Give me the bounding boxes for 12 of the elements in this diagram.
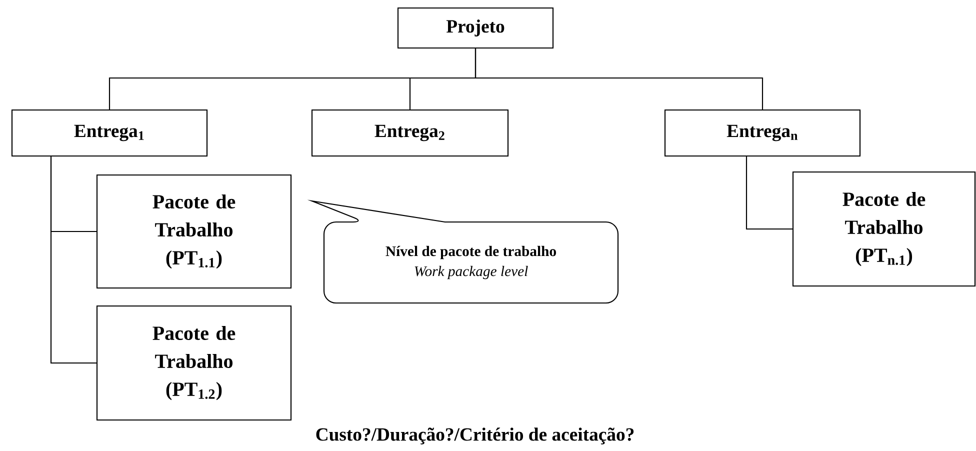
connector-line bbox=[50, 156, 96, 364]
project-box: Projeto bbox=[397, 7, 554, 49]
work-package-box: Pacote de Trabalho (PT$_{n.1}$) bbox=[792, 171, 976, 287]
deliverable-box: Entrega$_{n}$ bbox=[664, 109, 861, 157]
work-package-box: Pacote de Trabalho (PT$_{1.2}$) bbox=[96, 305, 292, 421]
deliverable-box: Entrega$_{1}$ bbox=[11, 109, 208, 157]
callout-bubble: Nível de pacote de trabalho Work package level bbox=[311, 200, 619, 304]
connector-line bbox=[474, 48, 764, 110]
work-package-box: Pacote de Trabalho (PT$_{1.1}$) bbox=[96, 174, 292, 289]
deliverable-box: Entrega$_{2}$ bbox=[311, 109, 509, 157]
connector-line bbox=[746, 156, 792, 230]
caption: Custo?/Duração?/Critério de aceitação? bbox=[316, 428, 634, 444]
